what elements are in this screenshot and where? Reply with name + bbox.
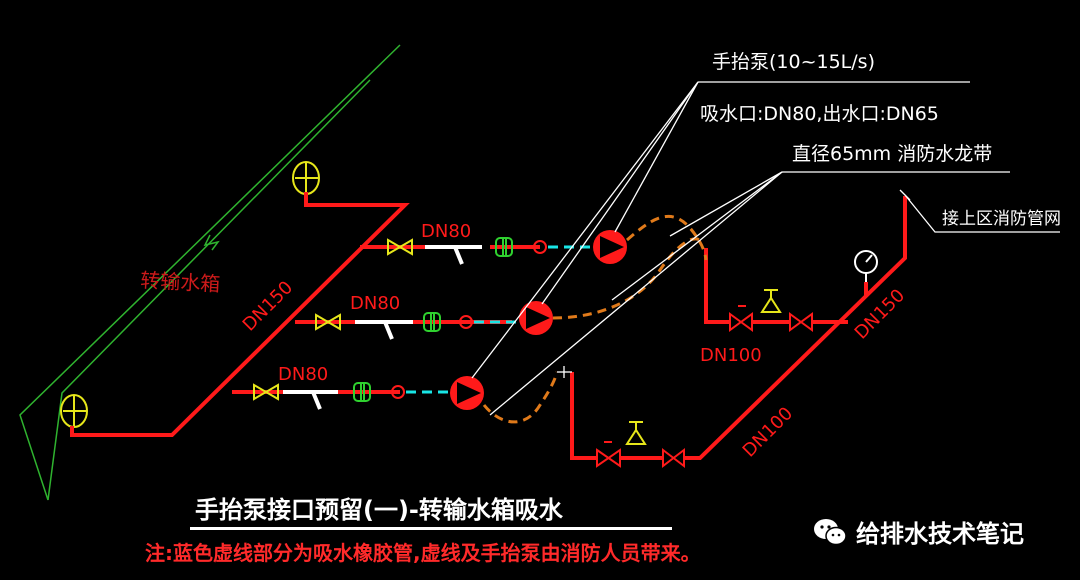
- leader-lines: [471, 81, 1060, 416]
- brand-name: 给排水技术笔记: [856, 520, 1024, 548]
- check-valve-icon: [596, 305, 813, 469]
- dn100-label-a: DN100: [700, 345, 762, 366]
- gauge-icon: [854, 250, 878, 282]
- relief-valve-icon: [625, 289, 782, 445]
- pump-note-label: 手抬泵(10~15L/s): [712, 51, 875, 73]
- dn150-right-label: DN150: [851, 285, 909, 343]
- brand-watermark: 给排水技术笔记: [812, 514, 1024, 549]
- coupler-icon: [391, 240, 547, 399]
- dn150-left-label: DN150: [239, 277, 297, 335]
- wechat-icon: [814, 518, 847, 545]
- dn80-label-2: DN80: [350, 293, 400, 314]
- diagram-title: 手抬泵接口预留(一)-转输水箱吸水: [195, 496, 563, 524]
- dn80-label-3: DN80: [278, 364, 328, 385]
- pump-icon: [450, 230, 627, 410]
- tank-label: 转输水箱: [140, 268, 221, 296]
- valve-icon: [253, 238, 413, 401]
- title-underline: [190, 527, 672, 530]
- inlet-outlet-label: 吸水口:DN80,出水口:DN65: [700, 103, 939, 125]
- transfer-tank: [19, 44, 401, 501]
- dn80-label-1: DN80: [421, 221, 471, 242]
- hose-label: 直径65mm 消防水龙带: [792, 143, 992, 165]
- diagram-note: 注:蓝色虚线部分为吸水橡胶管,虚线及手抬泵由消防人员带来。: [145, 541, 701, 565]
- tee-icon: [283, 245, 482, 410]
- upper-zone-label: 接上区消防管网: [942, 209, 1061, 229]
- flex-joint-icon: [353, 237, 513, 402]
- suction-hose: [406, 245, 590, 394]
